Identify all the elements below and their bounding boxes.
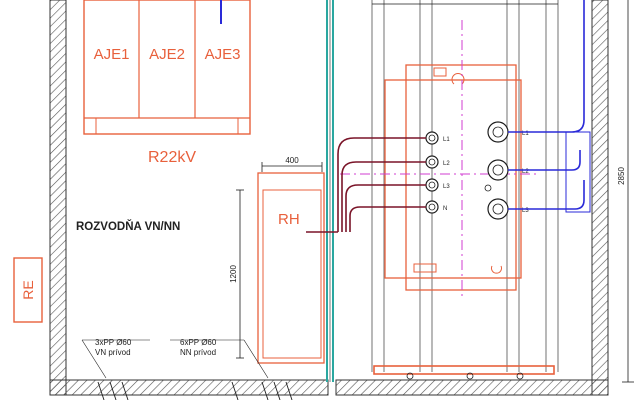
wall-right [591,0,609,396]
left-terminal-4[interactable] [425,200,439,214]
re-label: RE [20,280,36,299]
right-terminal-1[interactable] [487,121,509,143]
cable-note-1-line2: VN prívod [95,348,131,357]
rh-label: RH [278,211,300,228]
transformer-core [405,64,517,291]
floor-conduits [97,381,293,400]
bay-label-2: AJE2 [149,46,185,63]
switchgear-group-label: R22kV [148,149,196,166]
left-terminal-tag-4: N [443,206,447,212]
bottom-lug-left [413,263,437,273]
left-terminal-tag-1: L1 [443,137,450,143]
rh-cabinet: 400 1200 RH [229,156,338,364]
cable-notes: 3xPP Ø60 VN prívod 6xPP Ø60 NN prívod [81,338,269,379]
left-terminal-2[interactable] [425,155,439,169]
cable-note-1-line1: 3xPP Ø60 [95,338,132,347]
transformer-tank [384,79,522,279]
left-terminals: L1 L2 L3 N [425,131,450,214]
transformer [340,20,540,300]
rh-outer [257,172,325,364]
transformer-rails [371,0,559,372]
rh-inner [262,189,322,359]
nn-cables [337,137,426,232]
rh-dim-width: 400 [285,156,299,165]
transformer-base [373,365,555,380]
small-bushing [484,184,492,192]
bay-label-1: AJE1 [94,46,130,63]
cable-note-2-line2: NN prívod [180,348,216,357]
re-box: RE [13,257,43,323]
wall-left [49,0,67,396]
room-label: ROZVODŇA VN/NN [76,220,180,233]
top-lug-left [433,67,447,77]
vn-switchgear: AJE1 AJE2 AJE3 R22kV [83,0,251,166]
switchgear-frame [83,0,251,135]
partition-wall [326,0,334,382]
vn-cable-clamp [565,131,591,213]
top-lug-right [451,73,465,85]
right-dimension-value: 2850 [617,167,626,185]
right-terminal-tag-3: L3 [522,208,529,214]
vn-cables [508,0,591,213]
wall-floor-right [335,379,609,396]
left-terminal-3[interactable] [425,178,439,192]
left-terminal-tag-2: L2 [443,161,450,167]
right-terminal-tag-2: L2 [522,169,529,175]
left-terminal-tag-3: L3 [443,184,450,190]
bay-label-3: AJE3 [205,46,241,63]
wall-floor-left [49,379,329,396]
right-dimension: 2850 [617,0,634,383]
right-terminal-3[interactable] [487,198,509,220]
cable-note-2-line1: 6xPP Ø60 [180,338,217,347]
bottom-lug-right [491,265,502,274]
right-terminal-tag-1: L1 [522,131,529,137]
right-terminal-2[interactable] [487,159,509,181]
left-terminal-1[interactable] [425,131,439,145]
rh-dim-height: 1200 [229,265,238,283]
building-walls [49,0,609,396]
